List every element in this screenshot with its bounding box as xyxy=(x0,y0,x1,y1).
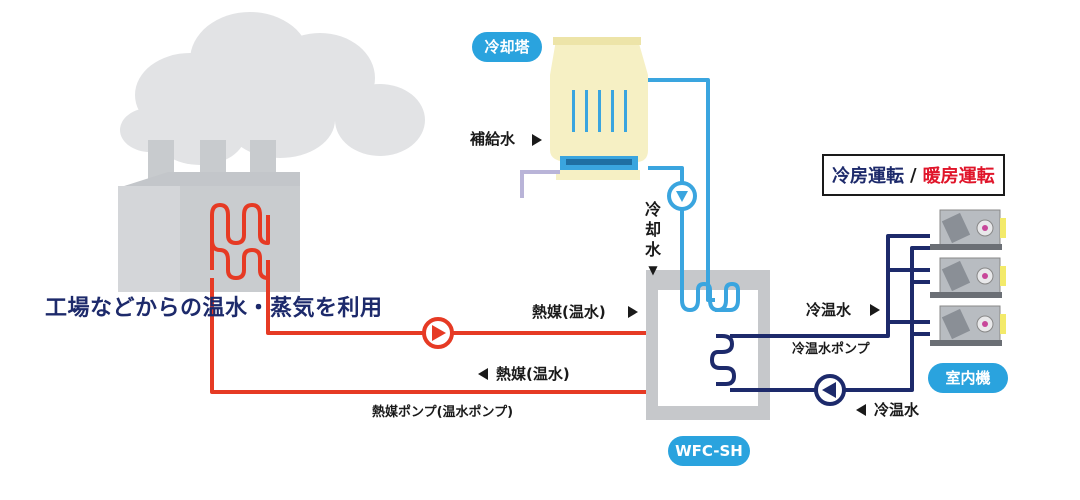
factory-heat-coil-lower xyxy=(210,239,270,280)
smoke-cloud xyxy=(120,12,425,165)
makeup-water-pipe xyxy=(520,170,560,198)
arrow-down-icon: ▼ xyxy=(648,263,658,277)
mode-separator: / xyxy=(910,164,917,186)
headline-text: 工場などからの温水・蒸気を利用 xyxy=(45,296,383,321)
pump-icon xyxy=(814,374,846,406)
mode-cooling-label: 冷房運転 xyxy=(832,166,904,187)
heat-medium-supply-label: 熱媒(温水) xyxy=(532,303,606,321)
wfc-sh-unit xyxy=(646,270,770,420)
indoor-unit-icon xyxy=(930,209,1006,250)
indoor-unit-label: 室内機 xyxy=(928,363,1008,393)
arrow-right-icon xyxy=(628,306,638,318)
mode-heating-label: 暖房運転 xyxy=(922,166,995,187)
indoor-unit-icon xyxy=(930,305,1006,346)
factory-heat-coil xyxy=(210,203,270,270)
arrow-left-icon xyxy=(478,368,488,380)
factory-side xyxy=(180,186,300,292)
heat-medium-return-label: 熱媒(温水) xyxy=(496,365,570,383)
cooling-water-char: 水 xyxy=(644,240,661,259)
chilled-water-return-label: 冷温水 xyxy=(874,401,920,419)
arrow-left-icon xyxy=(856,404,866,416)
chilled-water-supply-label: 冷温水 xyxy=(806,301,852,319)
factory-icon xyxy=(118,12,425,292)
cooling-water-char: 冷 xyxy=(644,200,661,219)
unit-name-label: WFC-SH xyxy=(668,436,750,466)
cooling-tower-label: 冷却塔 xyxy=(472,32,542,62)
arrow-right-icon xyxy=(532,134,542,146)
heat-medium-pump-label: 熱媒ポンプ(温水ポンプ) xyxy=(372,405,514,420)
cooling-water-char: 却 xyxy=(644,220,661,239)
pump-icon xyxy=(422,317,454,349)
makeup-water-label: 補給水 xyxy=(470,130,516,148)
cooling-water-circuit xyxy=(648,78,740,312)
indoor-unit-icon xyxy=(930,257,1006,298)
chilled-water-pump-label: 冷温水ポンプ xyxy=(792,342,870,357)
cooling-water-label: 冷 却 水 ▼ xyxy=(642,200,664,280)
spray-dots xyxy=(572,90,627,132)
operation-mode-box: 冷房運転 / 暖房運転 xyxy=(822,154,1005,196)
arrow-right-icon xyxy=(870,304,880,316)
pump-icon xyxy=(667,181,697,211)
cooling-tower-icon xyxy=(550,37,648,180)
